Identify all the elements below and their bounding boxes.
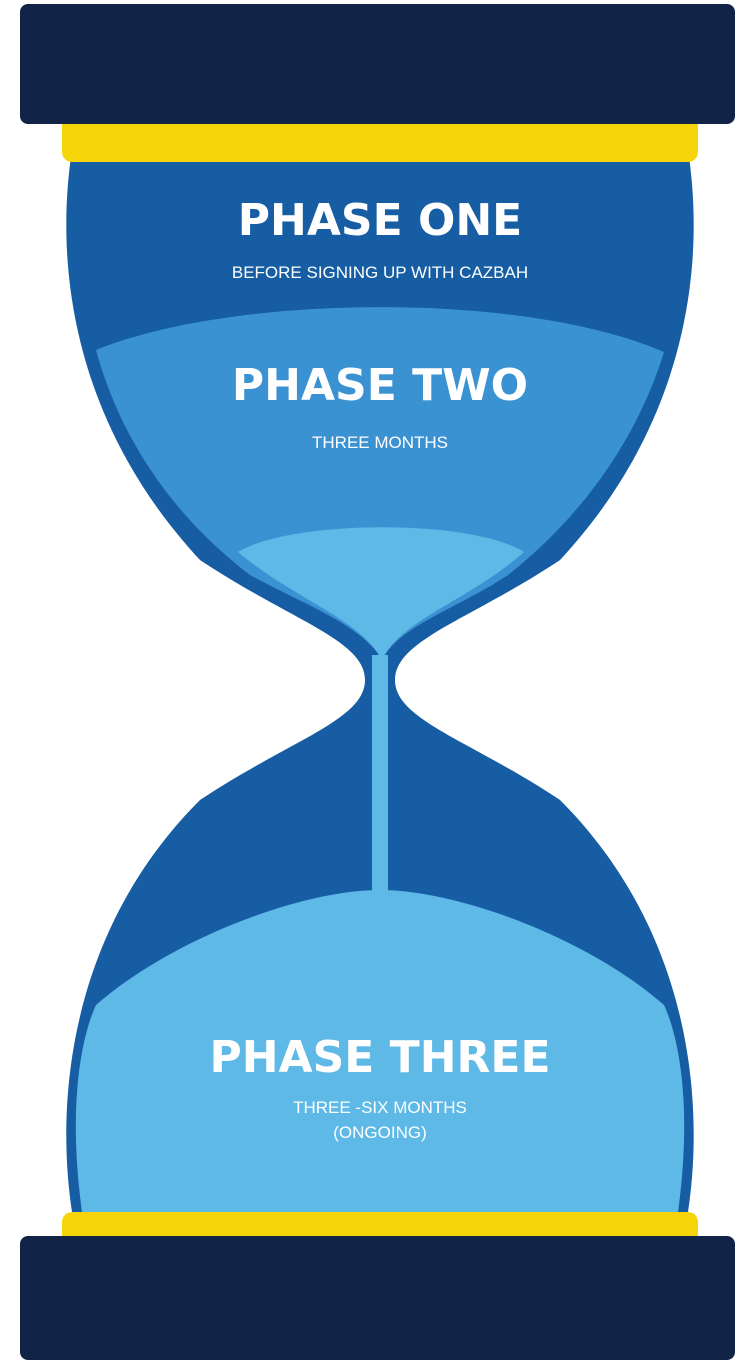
sand-stream [372,655,388,893]
phase-two-title: PHASE TWO [232,360,528,411]
sand-upper-light [238,527,524,660]
top-cap [20,4,735,124]
bottom-cap [20,1236,735,1360]
phase-two-subtitle: THREE MONTHS [312,433,448,452]
phase-three-subtitle-line-1: THREE -SIX MONTHS [293,1098,467,1117]
sand-phase-two [96,307,664,660]
sand-phase-three [75,890,685,1212]
phase-three-subtitle-line-2: (ONGOING) [333,1123,427,1142]
phase-one-title: PHASE ONE [238,195,522,246]
phase-one-subtitle: BEFORE SIGNING UP WITH CAZBAH [232,263,528,282]
phase-three-title: PHASE THREE [209,1032,550,1083]
